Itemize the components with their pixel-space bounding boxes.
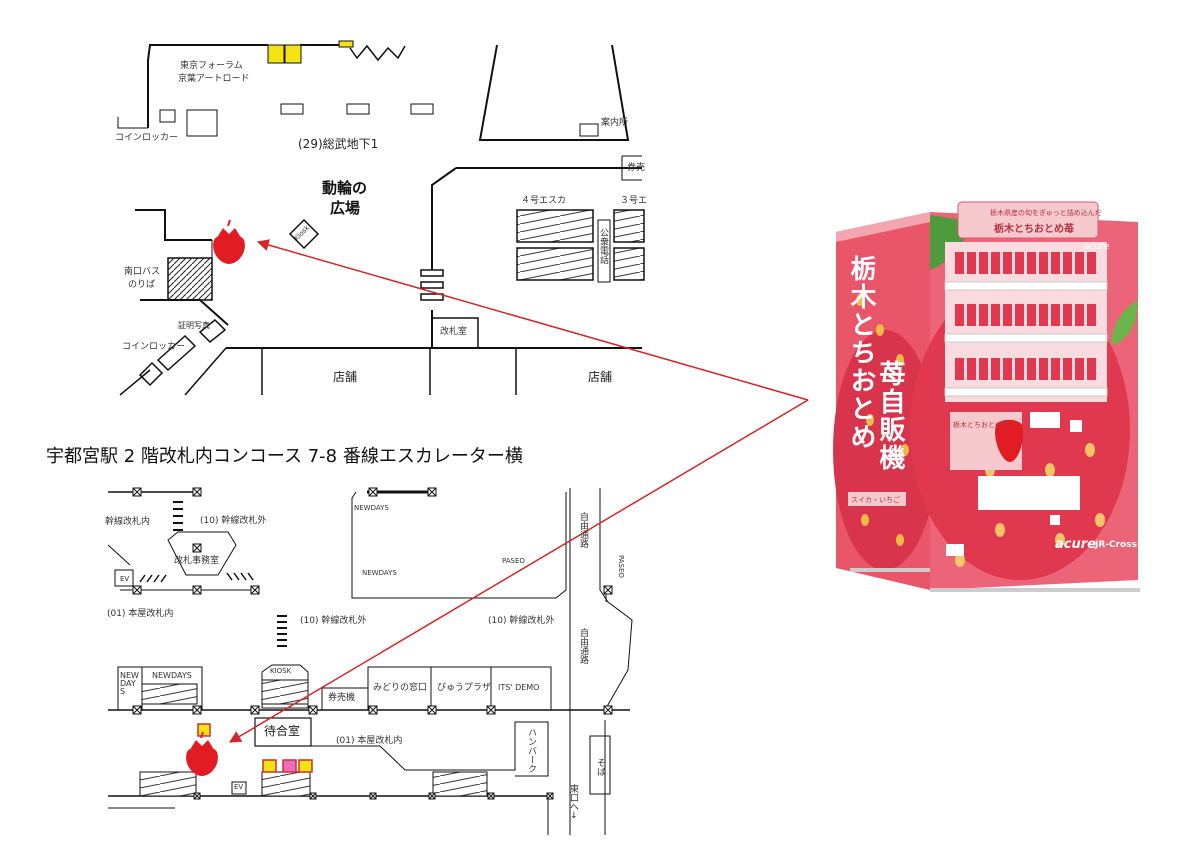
map-label-kansen-gate: 幹線改札内: [105, 517, 151, 527]
vending-header-main: 栃木とちおとめ苺: [994, 224, 1074, 235]
map-label-photo-booth: 証明写真: [178, 321, 210, 330]
map-label-east-exit: 東口へ→: [568, 784, 578, 819]
map-label-free-passage: 自由通路: [578, 628, 588, 664]
map-label-kiosk: KIOSK: [270, 667, 292, 675]
map-label-shop: 店舗: [588, 370, 613, 384]
map-label-elevator: EV: [120, 575, 130, 583]
vending-panel-title: 栃木とちおとめ: [846, 255, 876, 451]
map-label-hamburger: ハンバーク: [526, 728, 536, 773]
pointer-arrows: [228, 239, 809, 743]
vending-header-sub: 栃木県産の旬をぎゅっと詰め込んだ: [990, 209, 1102, 217]
map-label-gate-office: 改札事務室: [174, 556, 220, 566]
vending-tag: スイカ・いちご: [851, 496, 900, 504]
map-label-keiyo-art-road: 京葉アートロード: [178, 74, 250, 84]
gate-markers: [132, 487, 613, 800]
vending-product-card: 栃木とちおとめ苺: [953, 421, 1009, 429]
map-label-honya-gate: (01) 本屋改札内: [336, 736, 403, 746]
map-label-newdays: NEWDAYS: [354, 504, 389, 512]
top-map: [117, 40, 645, 396]
map-label-ticket-machines: 券売機: [328, 693, 356, 703]
map-label-gate-room: 改札室: [440, 327, 468, 337]
map-label-newdays: NEWDAYS: [362, 569, 397, 577]
map-label-elevator: EV: [234, 783, 244, 791]
map-label-paseo: PASEO: [617, 555, 625, 578]
map-label-free-passage: 自由通路: [578, 512, 588, 548]
map-label-escalator-3: ３号エ: [620, 196, 648, 206]
map-label-midori-window: みどりの窓口: [373, 683, 428, 693]
map-label-kansen-outside: (10) 幹線改札外: [300, 616, 367, 626]
location-caption: 宇都宮駅 2 階改札内コンコース 7-8 番線エスカレーター横: [46, 446, 523, 467]
map-label-annai: 案内所: [601, 118, 629, 128]
map-label-paseo: PASEO: [502, 557, 525, 565]
map-label-phone: 公衆電話: [598, 228, 608, 264]
strawberry-icon: [186, 731, 218, 776]
map-label-tokyo-forum: 東京フォーラム: [180, 61, 243, 71]
map-label-dourin-line1: 動輪の: [322, 179, 368, 197]
vending-logo-small: acure: [1084, 242, 1110, 252]
vending-brand-suffix: JR-Cross: [1095, 540, 1137, 550]
map-label-dourin-line2: 広場: [330, 199, 361, 217]
map-label-kansen-outside: (10) 幹線改札外: [488, 616, 555, 626]
map-label-newdays: NEWDAYS: [152, 671, 192, 680]
map-label-view-plaza: びゅうプラザ: [437, 683, 491, 693]
map-label-sobu-b1: (29)総武地下1: [298, 137, 379, 151]
map-label-kansen-outside: (10) 幹線改札外: [200, 516, 267, 526]
vending-machine: [833, 201, 1140, 592]
map-label-honya-gate: (01) 本屋改札内: [107, 609, 174, 619]
vending-panel-subtitle: 苺自販機: [875, 360, 905, 472]
map-label-coin-locker: コインロッカー: [115, 133, 179, 143]
map-label-bus-line1: 南口バス: [124, 267, 161, 277]
map-label-escalator-4: ４号エスカ: [521, 196, 567, 206]
map-label-soba: そば: [595, 758, 605, 776]
bottom-map: [107, 488, 633, 835]
map-label-its-demo: ITS' DEMO: [498, 683, 540, 692]
map-label-ken: 券売: [627, 163, 646, 173]
map-label-shop: 店舗: [333, 370, 358, 384]
map-label-newdays-small: NEW DAY S: [120, 671, 139, 696]
map-label-bus-line2: のりば: [128, 280, 156, 290]
map-label-waiting-room: 待合室: [264, 724, 301, 738]
vending-brand: acure: [1055, 537, 1096, 552]
strawberry-icon: [213, 219, 245, 264]
map-label-coin-locker: コインロッカー: [122, 342, 186, 352]
